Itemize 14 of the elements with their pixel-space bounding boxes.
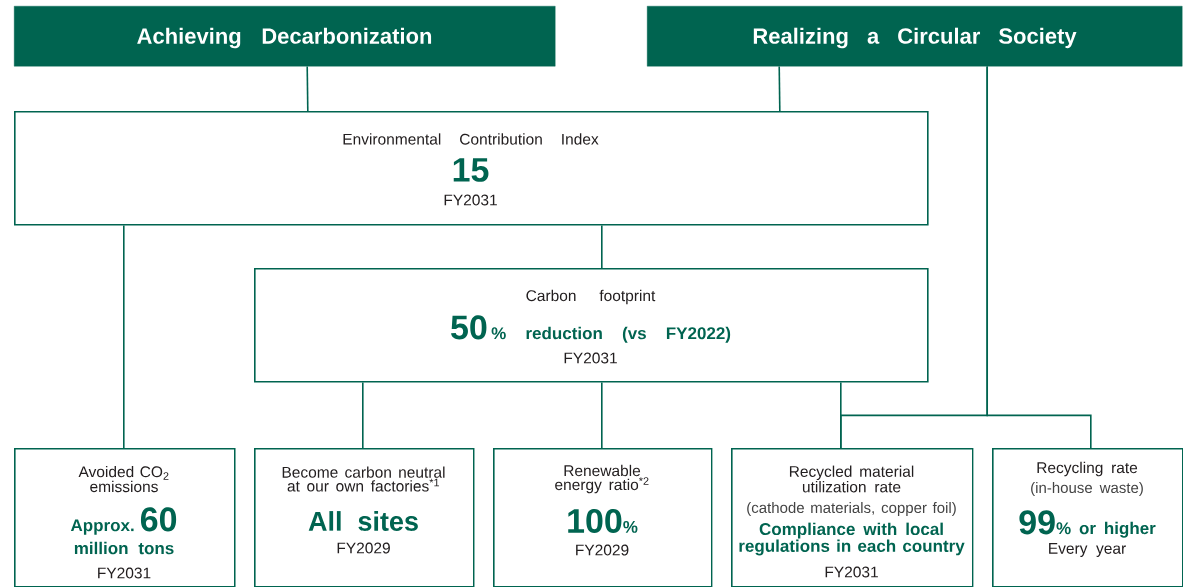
connector-line [123, 224, 125, 449]
target-box: Recycled material utilization rate (cathode materials, copper foil) Compliance with local regulations in each country FY2031 [731, 448, 974, 587]
connector-line [778, 65, 781, 112]
connector-line [362, 381, 364, 449]
header-banner: Realizing a Circular Society [647, 6, 1183, 67]
connector-line [601, 381, 603, 449]
target-box: Become carbon neutral at our own factories$^{*1}$ All sites FY2029 [254, 448, 475, 587]
connector-line [306, 65, 309, 112]
target-box: Avoided CO$_{2}$ emissions Approx. 60 million tons FY2031 [14, 448, 236, 587]
connector-line [601, 224, 603, 269]
target-box: Renewable energy ratio$^{*2}$ 100% FY2029 [493, 448, 713, 587]
index-box: Environmental Contribution Index 15 FY2031 [14, 111, 929, 226]
header-banner: Achieving Decarbonization [14, 6, 556, 67]
connector-line [986, 65, 1092, 449]
